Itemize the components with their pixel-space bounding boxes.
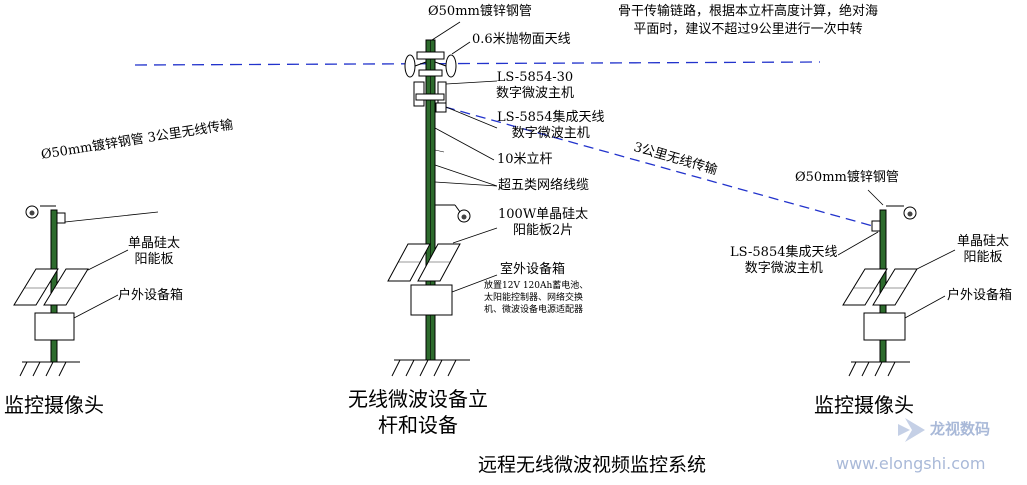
solar-100w-line-2: 阳能板2片 bbox=[512, 223, 574, 238]
integrated-antenna-icon bbox=[435, 102, 447, 113]
box-contents-line-1: 放置12V 120Ah蓄电池、 bbox=[484, 281, 589, 291]
main-unit-model: LS-5854-30 bbox=[496, 70, 574, 85]
parabolic-antenna-left-icon bbox=[404, 54, 416, 78]
outdoor-box-center bbox=[410, 284, 453, 316]
label-integrated-unit: LS-5854集成天线 数字微波主机 bbox=[497, 110, 605, 142]
right-solar-line-2: 阳能板 bbox=[963, 250, 1003, 265]
label-left-box: 户外设备箱 bbox=[118, 288, 184, 303]
watermark-brand: 龙视数码 bbox=[930, 420, 991, 438]
label-cable: 超五类网络线缆 bbox=[498, 178, 590, 193]
watermark-url: www.elongshi.com bbox=[836, 454, 986, 473]
label-solar-100w: 100W单晶硅太 阳能板2片 bbox=[498, 207, 588, 239]
watermark-logo-icon bbox=[898, 418, 925, 442]
integrated-model: LS-5854集成天线 bbox=[497, 110, 605, 125]
label-pole-10m: 10米立杆 bbox=[497, 152, 553, 167]
left-pole-assembly bbox=[13, 205, 89, 377]
wireless-link-line bbox=[444, 106, 881, 229]
right-integrated-model: LS-5854集成天线 bbox=[730, 245, 838, 260]
label-right-solar: 单晶硅太 阳能板 bbox=[957, 234, 1009, 266]
caption-center-pole: 无线微波设备立 杆和设备 bbox=[348, 386, 488, 438]
main-unit-desc: 数字微波主机 bbox=[496, 86, 575, 101]
box-contents-line-2: 太阳能控制器、网络交换 bbox=[484, 293, 584, 303]
left-solar-line-2: 阳能板 bbox=[134, 252, 174, 267]
backbone-note-line-1: 骨干传输链路，根据本立杆高度计算，绝对海 bbox=[618, 4, 879, 19]
right-pole-assembly bbox=[842, 205, 918, 377]
solar-100w-line-1: 100W单晶硅太 bbox=[498, 207, 589, 222]
center-caption-line-1: 无线微波设备立 bbox=[348, 387, 488, 411]
left-solar-line-1: 单晶硅太 bbox=[128, 236, 181, 251]
label-box-contents: 放置12V 120Ah蓄电池、 太阳能控制器、网络交换 机、微波设备电源适配器 bbox=[484, 280, 588, 316]
right-integrated-desc: 数字微波主机 bbox=[744, 261, 823, 276]
outdoor-box-left bbox=[34, 312, 75, 341]
solar-panel-right-1 bbox=[842, 268, 888, 306]
center-caption-line-2: 杆和设备 bbox=[378, 413, 458, 437]
parabolic-antenna-right-icon bbox=[445, 54, 457, 78]
backbone-link-line bbox=[134, 61, 821, 66]
solar-panel-center-1 bbox=[387, 243, 431, 282]
right-solar-line-1: 单晶硅太 bbox=[957, 234, 1010, 249]
backbone-note-line-2: 平面时，建议不超过9公里进行一次中转 bbox=[633, 22, 863, 37]
system-title: 远程无线微波视频监控系统 bbox=[478, 454, 707, 476]
solar-panel-left-2 bbox=[43, 268, 89, 306]
caption-left-camera: 监控摄像头 bbox=[4, 393, 104, 417]
integrated-desc: 数字微波主机 bbox=[511, 126, 590, 141]
label-parabolic-antenna: 0.6米抛物面天线 bbox=[472, 32, 571, 47]
box-contents-line-3: 机、微波设备电源适配器 bbox=[484, 305, 584, 315]
outdoor-box-right bbox=[863, 312, 906, 341]
center-pole-assembly bbox=[387, 39, 471, 377]
caption-right-camera: 监控摄像头 bbox=[814, 393, 914, 417]
label-backbone-note: 骨干传输链路，根据本立杆高度计算，绝对海 平面时，建议不超过9公里进行一次中转 bbox=[618, 4, 878, 38]
label-main-unit: LS-5854-30 数字微波主机 bbox=[496, 70, 574, 102]
label-right-box: 户外设备箱 bbox=[947, 288, 1013, 303]
solar-panel-left-1 bbox=[13, 268, 59, 306]
label-right-pipe: Ø50mm镀锌钢管 bbox=[795, 170, 899, 185]
label-center-pipe: Ø50mm镀锌钢管 bbox=[428, 4, 532, 19]
label-left-solar: 单晶硅太 阳能板 bbox=[128, 236, 180, 268]
solar-panel-center-2 bbox=[417, 243, 461, 282]
label-outdoor-box-center: 室外设备箱 bbox=[500, 262, 566, 277]
label-right-integrated: LS-5854集成天线 数字微波主机 bbox=[730, 245, 838, 277]
